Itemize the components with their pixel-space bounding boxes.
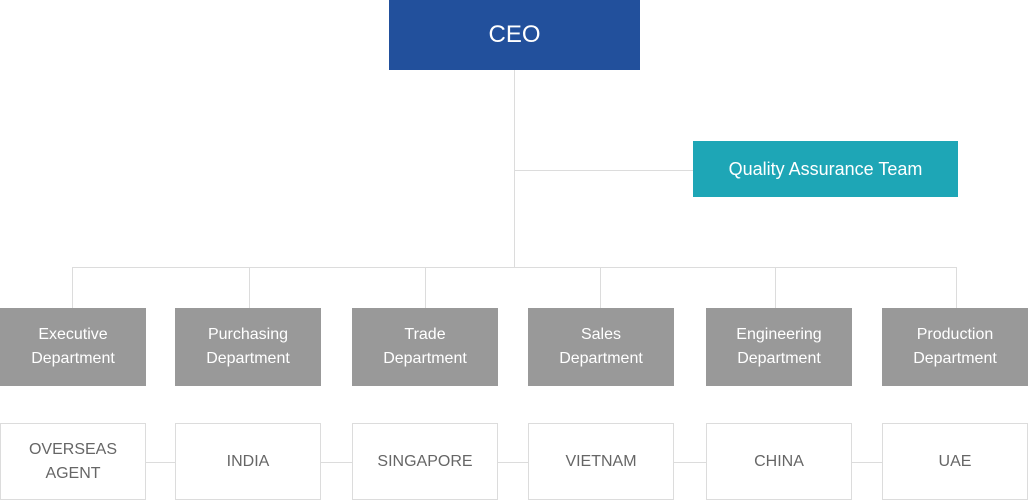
- qa-label: Quality Assurance Team: [728, 158, 923, 179]
- region-china: CHINA: [706, 423, 852, 500]
- dept-drop-line-executive: [72, 267, 73, 308]
- dept-drop-line-sales: [600, 267, 601, 308]
- department-label-line1: Trade: [404, 326, 446, 343]
- department-label-line2: Department: [913, 350, 997, 367]
- department-bus-line: [72, 267, 957, 268]
- dept-drop-line-trade: [425, 267, 426, 308]
- department-label-line1: Engineering: [736, 326, 822, 343]
- region-uae: UAE: [882, 423, 1028, 500]
- department-production: Production Department: [882, 308, 1028, 386]
- dept-drop-line-production: [956, 267, 957, 308]
- dept-drop-line-purchasing: [249, 267, 250, 308]
- department-label-line1: Sales: [580, 326, 622, 343]
- department-sales: Sales Department: [528, 308, 674, 386]
- region-label: VIETNAM: [565, 452, 637, 470]
- department-label-line2: Department: [31, 350, 115, 367]
- ceo-trunk-line: [514, 70, 515, 267]
- region-singapore: SINGAPORE: [352, 423, 498, 500]
- ceo-node: CEO: [389, 0, 640, 70]
- region-vietnam: VIETNAM: [528, 423, 674, 500]
- region-label-line1: OVERSEAS: [28, 440, 118, 458]
- department-trade: Trade Department: [352, 308, 498, 386]
- dept-drop-line-engineering: [775, 267, 776, 308]
- ceo-label: CEO: [488, 21, 541, 48]
- region-label: CHINA: [754, 452, 804, 470]
- qa-connector-line: [514, 170, 693, 171]
- department-engineering: Engineering Department: [706, 308, 852, 386]
- department-label-line2: Department: [559, 350, 643, 367]
- department-label-line2: Department: [206, 350, 290, 367]
- department-label-line1: Purchasing: [207, 326, 289, 343]
- department-label-line1: Executive: [38, 326, 108, 343]
- region-connector-line: [146, 462, 882, 463]
- region-label: INDIA: [226, 452, 270, 470]
- department-purchasing: Purchasing Department: [175, 308, 321, 386]
- department-label-line2: Department: [737, 350, 821, 367]
- region-label: UAE: [938, 452, 972, 470]
- region-overseas-agent: OVERSEAS AGENT: [0, 423, 146, 500]
- region-label-line2: AGENT: [45, 464, 101, 482]
- department-label-line1: Production: [916, 326, 994, 343]
- region-india: INDIA: [175, 423, 321, 500]
- region-label: SINGAPORE: [377, 452, 473, 470]
- department-executive: Executive Department: [0, 308, 146, 386]
- quality-assurance-node: Quality Assurance Team: [693, 141, 958, 197]
- department-label-line2: Department: [383, 350, 467, 367]
